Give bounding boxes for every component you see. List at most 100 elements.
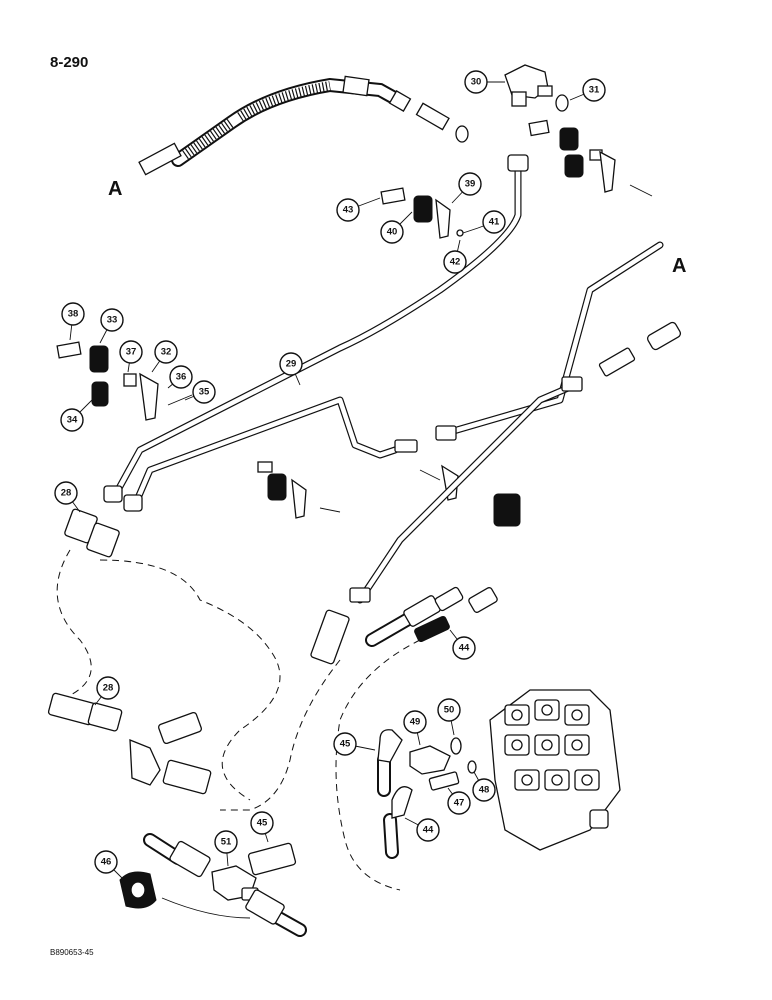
callout-36: 36 xyxy=(167,365,193,389)
dashed-hose-right xyxy=(335,639,421,891)
callout-circle xyxy=(119,340,143,364)
tube-nut-right xyxy=(561,376,583,392)
callout-label: 45 xyxy=(257,818,268,829)
callout-30: 30 xyxy=(464,70,505,94)
callout-label: 36 xyxy=(176,372,187,383)
leader-bottom xyxy=(161,897,251,919)
callout-circle xyxy=(472,778,496,802)
callout-46: 46 xyxy=(94,850,123,879)
callout-42: 42 xyxy=(443,239,467,274)
clamp-assembly-40 xyxy=(380,187,479,239)
callout-label: 48 xyxy=(479,785,490,796)
callout-label: 28 xyxy=(61,488,72,499)
callout-34: 34 xyxy=(60,399,93,432)
callout-label: 47 xyxy=(454,798,465,809)
dashed-hose-return xyxy=(220,659,341,811)
hose-44-lower xyxy=(383,786,413,859)
callout-label: 51 xyxy=(221,837,232,848)
callout-circle xyxy=(61,302,85,326)
callout-label: 38 xyxy=(68,309,79,320)
callout-45: 45 xyxy=(333,732,376,756)
callout-circle xyxy=(214,830,238,854)
hose-coupling-lower-center xyxy=(162,759,212,795)
callout-label: 32 xyxy=(161,347,172,358)
o-ring-48 xyxy=(467,760,477,774)
callout-circle xyxy=(94,850,118,874)
dashed-hose-loop xyxy=(99,559,281,801)
callout-32: 32 xyxy=(151,340,178,373)
union-fitting-middle xyxy=(394,439,418,453)
callout-circle xyxy=(279,352,303,376)
tee-fitting-30 xyxy=(504,64,553,107)
callout-label: 44 xyxy=(459,643,470,654)
callout-circle xyxy=(482,210,506,234)
control-valve-block xyxy=(489,689,621,851)
callout-label: 44 xyxy=(423,825,434,836)
tube-long-diagonal xyxy=(356,381,579,604)
callout-label: 41 xyxy=(489,217,500,228)
tee-fitting-51 xyxy=(211,865,259,901)
adapter-47 xyxy=(428,771,460,791)
clamp-assembly-middle xyxy=(257,461,341,519)
callout-circle xyxy=(333,732,357,756)
callout-circle xyxy=(403,710,427,734)
callout-circle xyxy=(464,70,488,94)
adapter-fitting-top xyxy=(415,102,469,143)
upper-flexible-hose xyxy=(138,75,412,176)
callout-43: 43 xyxy=(336,197,381,222)
callout-label: 46 xyxy=(101,857,112,868)
ref-letter-a-left: A xyxy=(108,178,122,200)
tube-29 xyxy=(114,161,522,494)
dashed-hose-left xyxy=(56,549,92,701)
hose-fitting-lower-middle xyxy=(310,609,350,665)
callout-label: 43 xyxy=(343,205,354,216)
callout-circle xyxy=(250,811,274,835)
callout-51: 51 xyxy=(214,830,238,867)
callout-circle xyxy=(192,380,216,404)
ref-letter-a-right: A xyxy=(672,255,686,277)
tee-fitting-lower-left xyxy=(129,711,203,786)
callout-label: 29 xyxy=(286,359,297,370)
callout-circle xyxy=(443,250,467,274)
callout-label: 28 xyxy=(103,683,114,694)
callout-33: 33 xyxy=(99,308,124,344)
callout-label: 45 xyxy=(340,739,351,750)
callout-circle xyxy=(154,340,178,364)
clamp-46 xyxy=(119,871,157,909)
callout-31: 31 xyxy=(569,78,606,102)
callout-label: 34 xyxy=(67,415,78,426)
callout-circle xyxy=(582,78,606,102)
callout-circle xyxy=(169,365,193,389)
callout-label: 30 xyxy=(471,77,482,88)
callout-circle xyxy=(416,818,440,842)
hose-coupling-28-lower xyxy=(47,692,123,732)
callout-layer: 2828293031323334353637383940414243444445… xyxy=(54,70,606,879)
callout-40: 40 xyxy=(380,211,413,244)
clamp-assembly-upper-right xyxy=(528,119,653,197)
callout-38: 38 xyxy=(61,302,85,341)
elbow-fitting-49 xyxy=(409,745,451,775)
callout-44: 44 xyxy=(404,817,440,842)
hose-lower-right xyxy=(245,889,307,937)
callout-label: 42 xyxy=(450,257,461,268)
callout-label: 37 xyxy=(126,347,137,358)
callout-circle xyxy=(458,172,482,196)
callout-circle xyxy=(380,220,404,244)
callout-circle xyxy=(60,408,84,432)
callout-45: 45 xyxy=(250,811,274,843)
callout-29: 29 xyxy=(279,352,303,386)
callout-label: 31 xyxy=(589,85,600,96)
callout-37: 37 xyxy=(119,340,143,373)
callout-49: 49 xyxy=(403,710,427,746)
union-fitting-right xyxy=(598,347,636,377)
callout-circle xyxy=(100,308,124,332)
callout-circle xyxy=(336,198,360,222)
callout-circle xyxy=(54,481,78,505)
callout-circle xyxy=(437,698,461,722)
clamp-assembly-right xyxy=(419,464,521,527)
figure-code: B890653-45 xyxy=(50,948,94,957)
tube-lower xyxy=(131,396,399,509)
callout-label: 49 xyxy=(410,717,421,728)
callout-28: 28 xyxy=(54,481,81,513)
